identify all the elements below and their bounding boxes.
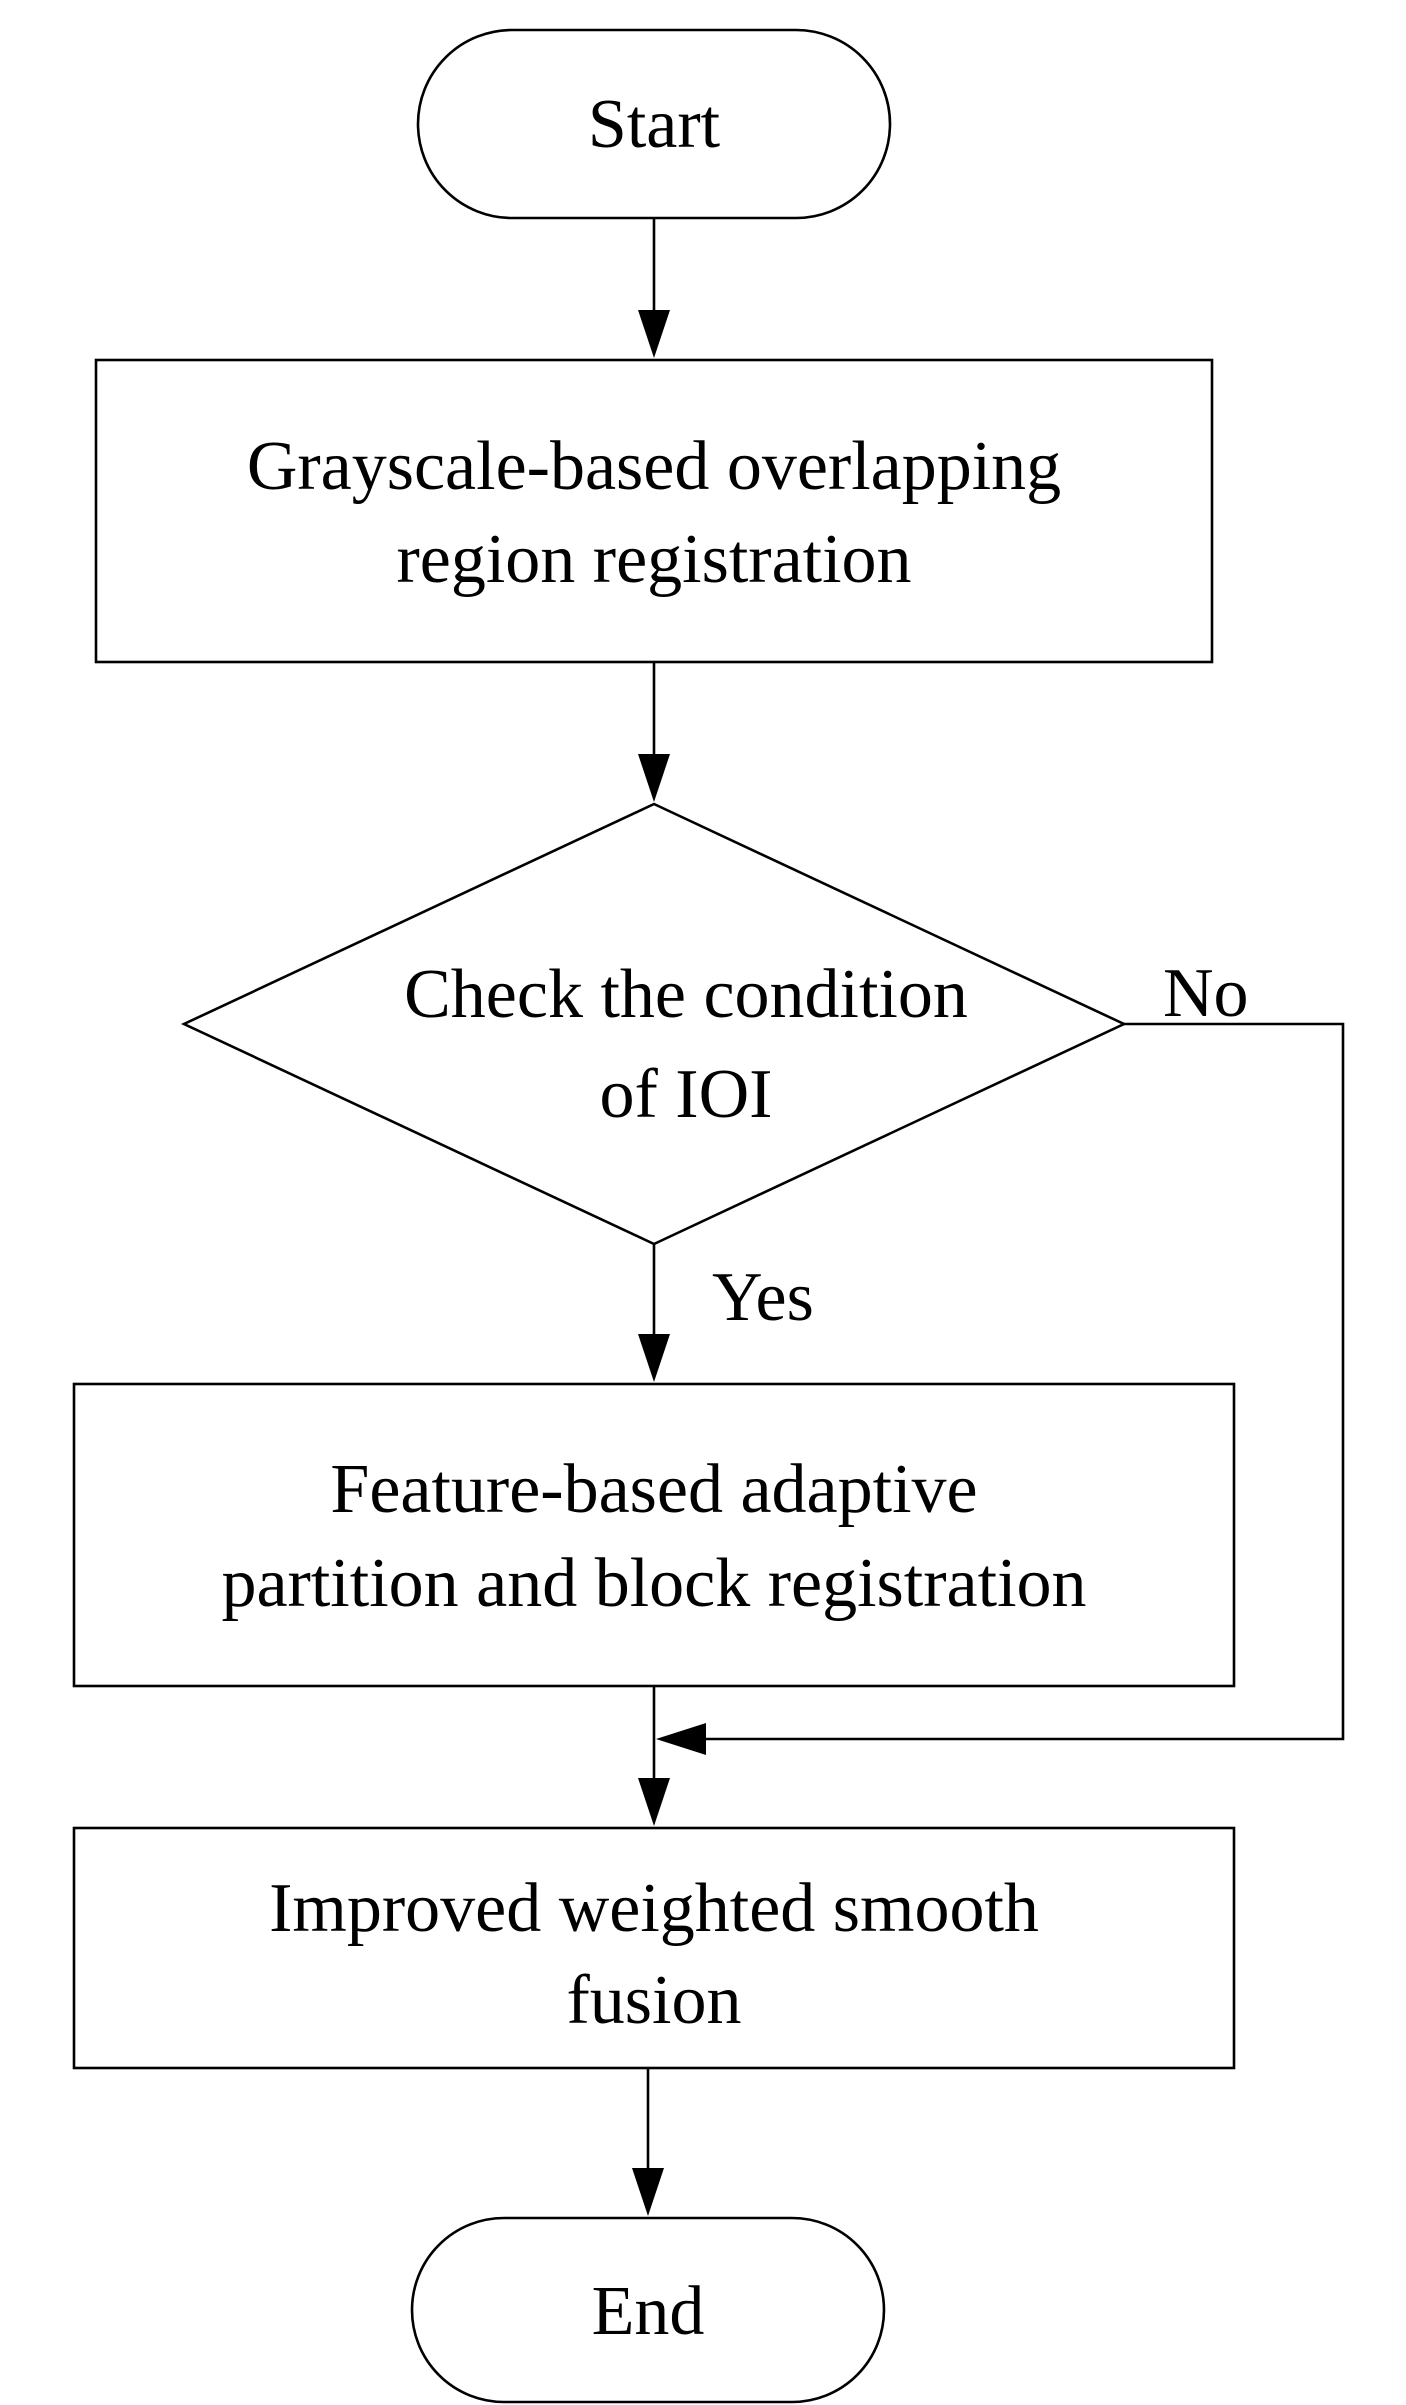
arrow-start-to-registration	[638, 218, 670, 358]
end-node: End	[410, 2216, 886, 2404]
weighted-fusion-line1: Improved weighted smooth	[269, 1870, 1039, 1947]
no-branch-connector	[656, 1022, 1345, 1755]
feature-partition-line2: partition and block registration	[221, 1545, 1086, 1622]
feature-partition-registration-step: Feature-based adaptive partition and blo…	[72, 1382, 1236, 1688]
grayscale-registration-line1: Grayscale-based overlapping	[247, 428, 1061, 505]
ioi-condition-decision: Check the condition of IOI	[180, 802, 1128, 1246]
start-node: Start	[416, 28, 892, 220]
arrow-decision-to-feature-registration	[638, 1244, 670, 1382]
arrow-fusion-to-end	[632, 2068, 664, 2216]
ioi-condition-line1: Check the condition	[404, 956, 968, 1033]
feature-partition-line1: Feature-based adaptive	[330, 1451, 977, 1528]
weighted-fusion-line2: fusion	[567, 1962, 742, 2039]
end-label: End	[592, 2273, 705, 2350]
grayscale-registration-line2: region registration	[396, 521, 911, 598]
weighted-smooth-fusion-step: Improved weighted smooth fusion	[72, 1826, 1236, 2070]
start-label: Start	[588, 86, 721, 163]
grayscale-registration-step: Grayscale-based overlapping region regis…	[94, 358, 1214, 664]
no-branch-label: No	[1163, 955, 1249, 1032]
arrow-feature-registration-to-fusion	[638, 1686, 670, 1826]
ioi-condition-line2: of IOI	[600, 1056, 773, 1133]
yes-branch-label: Yes	[712, 1259, 814, 1336]
arrow-registration-to-decision	[638, 662, 670, 802]
